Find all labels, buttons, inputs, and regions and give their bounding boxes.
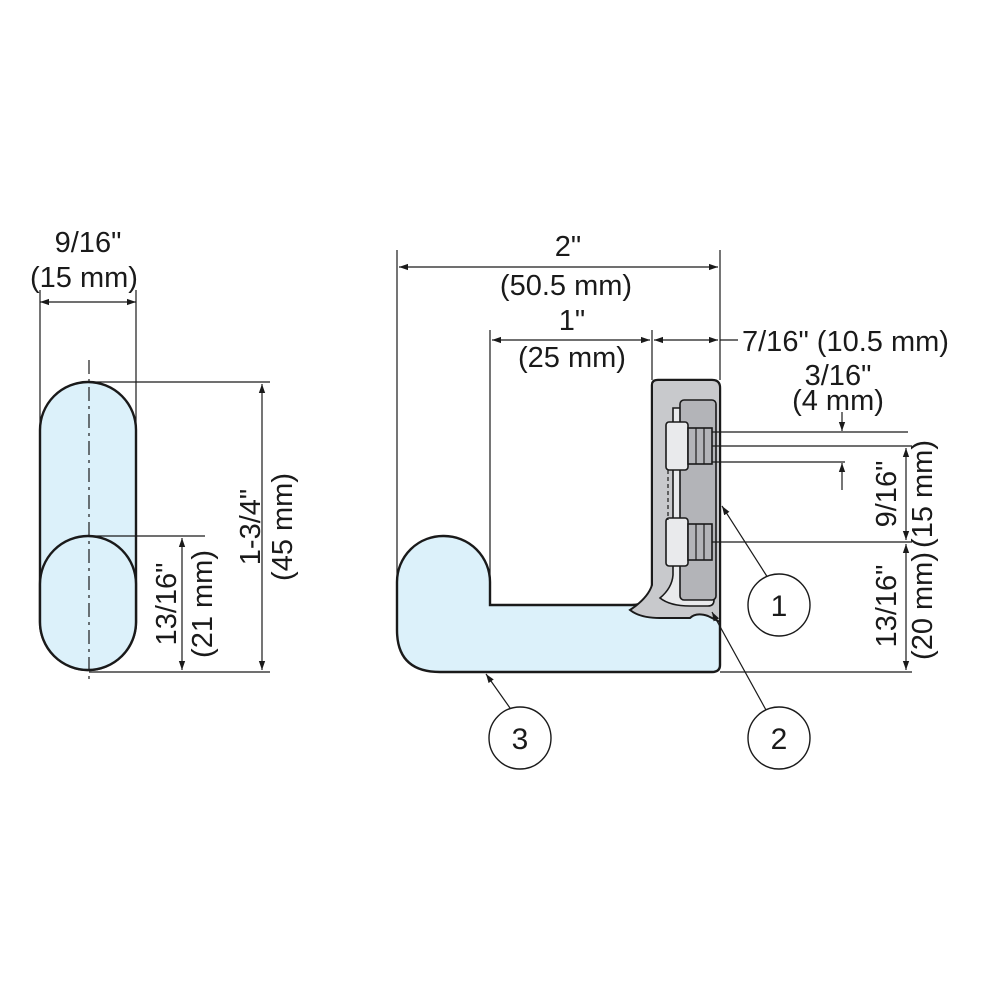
svg-text:1: 1 — [771, 590, 788, 623]
side-view: 2" (50.5 mm) 1" (25 mm) 7/16" (10.5 mm) … — [395, 231, 949, 770]
front-width-mm: (15 mm) — [30, 262, 138, 294]
svg-text:3: 3 — [512, 723, 529, 756]
callout-1: 1 — [747, 573, 811, 637]
screw-lower — [665, 517, 713, 567]
inner-width-mm: (25 mm) — [518, 342, 626, 374]
svg-text:2: 2 — [771, 723, 788, 756]
callout-2: 2 — [747, 706, 811, 770]
front-width-inch: 9/16" — [55, 227, 122, 259]
hole-diameter-inch: 3/16" — [805, 360, 872, 392]
front-height-mm: (45 mm) — [267, 473, 299, 581]
front-hook-tip — [38, 534, 138, 672]
hole-spacing-inch: 9/16" — [871, 461, 903, 528]
inner-width-inch: 1" — [559, 305, 585, 337]
bottom-height-inch: 13/16" — [871, 565, 903, 648]
hole-spacing-mm: (15 mm) — [907, 440, 939, 548]
bottom-height-mm: (20 mm) — [907, 552, 939, 660]
overall-width-mm: (50.5 mm) — [500, 270, 632, 302]
plate-thickness-label: 7/16" (10.5 mm) — [742, 326, 949, 358]
front-view: 9/16" (15 mm) 1-3/4" (45 mm) 13/16" (21 … — [30, 227, 299, 680]
screw-upper — [665, 421, 713, 471]
front-lower-mm: (21 mm) — [187, 550, 219, 658]
hole-diameter-mm: (4 mm) — [792, 385, 884, 417]
overall-width-inch: 2" — [555, 231, 581, 263]
front-height-inch: 1-3/4" — [235, 489, 267, 565]
callout-3: 3 — [488, 706, 552, 770]
front-lower-inch: 13/16" — [151, 563, 183, 646]
